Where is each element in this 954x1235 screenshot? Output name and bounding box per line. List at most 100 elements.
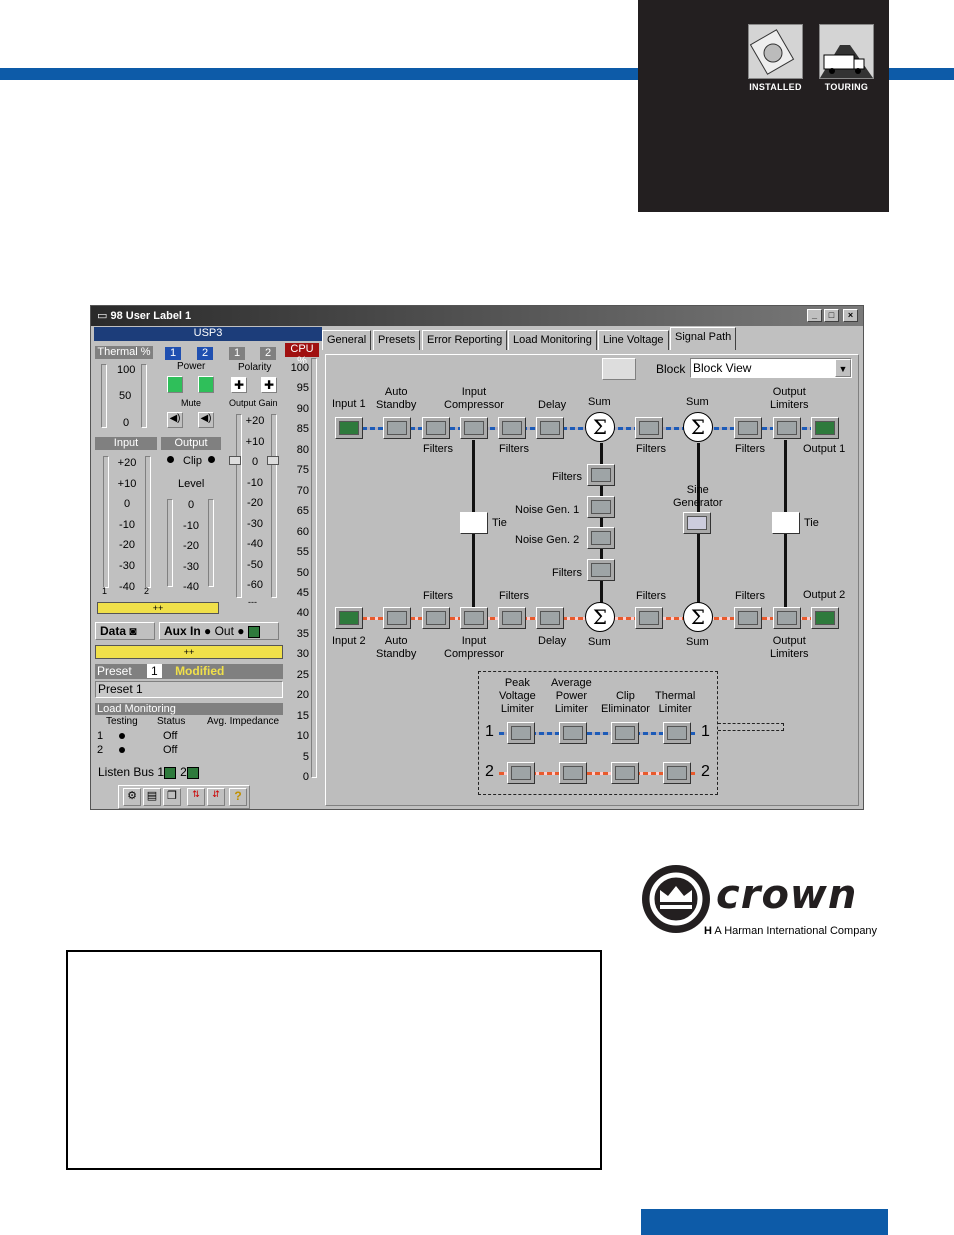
power-ch1-label: 1 [165,347,181,360]
filters1c-block[interactable] [635,417,663,439]
crown-wordmark: crown [716,872,858,918]
power-ch2-toggle[interactable] [198,376,214,393]
noise-gen2-block[interactable] [587,527,615,549]
filters2d-block[interactable] [734,607,762,629]
input-compressor1-block[interactable] [460,417,488,439]
gain-slider-track-2[interactable] [271,414,277,598]
clip-eliminator1-block[interactable] [611,722,639,744]
tab-presets[interactable]: Presets [373,330,421,350]
gain-slider-thumb-1[interactable] [229,456,241,465]
chevron-down-icon[interactable]: ▼ [835,359,851,377]
document-tool-icon[interactable]: ▤ [143,788,161,806]
block-view-select[interactable]: Block View ▼ [690,358,852,378]
tab-error-reporting[interactable]: Error Reporting [422,330,508,350]
cpu-header: CPU % [285,343,319,367]
delay1-label: Delay [538,399,567,411]
input-tick: 0 [123,498,131,511]
speaker-icon [748,24,803,79]
tab-load-monitoring[interactable]: Load Monitoring [508,330,597,350]
filters2c-block[interactable] [635,607,663,629]
input-compressor2-block[interactable] [460,607,488,629]
delay2-block[interactable] [536,607,564,629]
center-filters2-block[interactable] [587,559,615,581]
auto-standby2-block[interactable] [383,607,411,629]
polarity-ch2-label: 2 [260,347,276,360]
filters2a-block[interactable] [422,607,450,629]
cpu-tick: 65 [296,505,309,518]
output-limiters2-block[interactable] [773,607,801,629]
clip-eliminator2-block[interactable] [611,762,639,784]
maximize-button[interactable]: □ [824,309,839,322]
power-ch2-label: 2 [197,347,213,360]
listen-bus-2-toggle[interactable] [186,766,199,779]
tie-left-switch[interactable] [460,512,488,534]
lm-row2-ch: 2 [97,744,104,756]
filters1a-block[interactable] [422,417,450,439]
input-ch1-tag: 1 [102,586,108,596]
peak-limiter1-block[interactable] [507,722,535,744]
output1-block[interactable] [811,417,839,439]
center-filters1-block[interactable] [587,464,615,486]
limiter-ch1-line [499,732,695,735]
cpu-tick: 80 [296,443,309,456]
close-button[interactable]: × [843,309,858,322]
output2-block[interactable] [811,607,839,629]
gain-slider-thumb-2[interactable] [267,456,279,465]
polarity-ch1-button[interactable]: ✚ [231,377,247,393]
thermal-scale-0: 0 [123,417,130,429]
input-ch2-tag: 2 [144,586,150,596]
avg-limiter1-block[interactable] [559,722,587,744]
sine-generator-block[interactable] [683,512,711,534]
filters2b-block[interactable] [498,607,526,629]
help-icon[interactable]: ? [229,788,247,806]
tie-right-switch[interactable] [772,512,800,534]
tab-general[interactable]: General [322,330,372,350]
avg-limiter2-block[interactable] [559,762,587,784]
output-limiters1-block[interactable] [773,417,801,439]
minimize-button[interactable]: _ [807,309,822,322]
mute-ch1-button[interactable]: ◀) [167,412,183,428]
thermal-limiter2-block[interactable] [663,762,691,784]
sum2b-node[interactable]: Σ [683,602,713,632]
plus-icon: ✚ [233,378,245,392]
link-channels-icon[interactable]: ⇵ [207,788,225,806]
view-toggle-icon[interactable] [602,358,636,380]
sum1a-node[interactable]: Σ [585,412,615,442]
noise-gen1-block[interactable] [587,496,615,518]
input1-block[interactable] [335,417,363,439]
clip-led-1 [167,456,174,463]
touring-badge: TOURING [819,24,874,94]
sum2a-node[interactable]: Σ [585,602,615,632]
filters1d-block[interactable] [734,417,762,439]
polarity-ch2-button[interactable]: ✚ [261,377,277,393]
input2-block[interactable] [335,607,363,629]
cpu-tick: 25 [296,668,309,681]
delay1-block[interactable] [536,417,564,439]
device-name: USP3 [94,327,322,341]
listen-bus-1-toggle[interactable] [164,766,177,779]
peak-limiter2-block[interactable] [507,762,535,784]
copy-tool-icon[interactable]: ❐ [163,788,181,806]
data-button[interactable]: Data ◙ [95,622,155,640]
gain-tick: -60 [247,579,263,591]
mute-ch2-button[interactable]: ◀) [198,412,214,428]
input-tick: -40 [119,580,135,593]
level-tick: 0 [187,499,195,511]
auto-standby1-block[interactable] [383,417,411,439]
thermal-limiter1-block[interactable] [663,722,691,744]
power-ch1-toggle[interactable] [167,376,183,393]
input-compressor2-label: Input Compressor [444,635,504,660]
input-tick: +20 [117,457,137,469]
preset-name-field[interactable]: Preset 1 [95,681,283,698]
filters1b-block[interactable] [498,417,526,439]
tab-line-voltage[interactable]: Line Voltage [598,330,669,350]
thermal-scale-100: 100 [117,364,136,376]
aux-out-toggle[interactable] [247,625,260,638]
swap-channels-icon[interactable]: ⇅ [187,788,205,806]
gain-slider-track-1[interactable] [236,414,242,598]
tab-signal-path[interactable]: Signal Path [670,327,737,350]
limiter-ch2-in: 2 [485,763,494,780]
average-power-limiter-label: Average Power Limiter [551,677,592,715]
network-tool-icon[interactable]: ⚙ [123,788,141,806]
sum1b-node[interactable]: Σ [683,412,713,442]
